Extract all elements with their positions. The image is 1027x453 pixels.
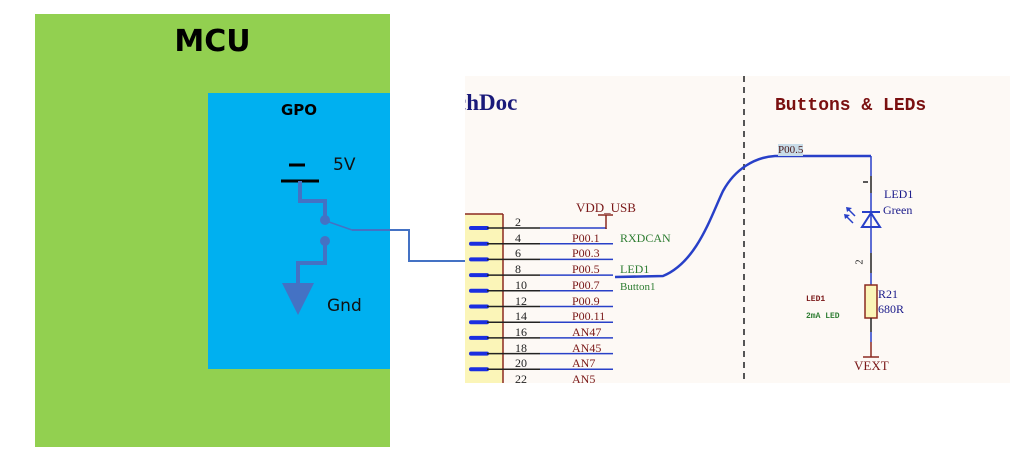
led-designator: LED1	[884, 187, 914, 201]
connector-pin-net: AN7	[572, 356, 596, 371]
connector-pin-number: 12	[515, 293, 527, 308]
schematic-pane: chDoc Buttons & LEDs VDD_USB 24	[465, 76, 1010, 383]
connector-pin-number: 6	[515, 246, 521, 261]
mcu-title: MCU	[174, 24, 251, 59]
switch-contact-top	[320, 215, 330, 225]
led-icon	[860, 211, 882, 228]
connector-pin-net: AN5	[572, 372, 596, 383]
connector-pin-net: P00.7	[572, 277, 600, 292]
connector-pin-number: 10	[515, 277, 527, 292]
resistor-icon	[864, 284, 878, 319]
switch-blade	[328, 221, 353, 231]
connector-pin-net: AN45	[572, 340, 602, 355]
connector-pin-number: 8	[515, 262, 521, 277]
note-line-1: LED1	[806, 295, 826, 304]
note-line-2: 2mA LED	[806, 312, 840, 321]
connector-pin-alias: Button1	[620, 280, 656, 293]
connector-pin-number: 4	[515, 230, 521, 245]
connector-pin-number: 22	[515, 372, 527, 383]
gpo-title: GPO	[280, 101, 318, 119]
connector-pins	[469, 226, 613, 372]
led-arrowhead-2	[844, 214, 850, 219]
connector-pin-alias: RXDCAN	[620, 230, 671, 245]
switch-contact-bottom	[320, 236, 330, 246]
resistor-designator: R21	[878, 287, 899, 301]
p00-5-net-wire	[614, 154, 871, 279]
connector-pin-net: P00.5	[572, 262, 600, 277]
ground-icon	[282, 283, 314, 315]
connector-pin-number: 20	[515, 356, 527, 371]
connector-pin-net: P00.1	[572, 230, 600, 245]
resistor-value: 680R	[878, 302, 905, 316]
led-net-label: P00.5	[778, 144, 804, 156]
gpo-signal-wire	[352, 229, 470, 262]
connector-body	[465, 214, 503, 383]
supply-wire	[298, 181, 327, 219]
connector-pin-net: P00.9	[572, 293, 600, 308]
connector-pin-net: P00.3	[572, 246, 600, 261]
ground-label: Gnd	[327, 296, 362, 316]
vext-label: VEXT	[854, 358, 889, 373]
vdd-usb-label: VDD_USB	[576, 200, 636, 215]
schematic-section-title: Buttons & LEDs	[775, 96, 927, 116]
led-arrowhead-1	[846, 207, 852, 212]
led-value: Green	[883, 203, 913, 217]
schematic-doc-title: chDoc	[465, 90, 518, 115]
connector-pin-number: 18	[515, 340, 527, 355]
connector-pin-number: 14	[515, 309, 527, 324]
schematic-drawing	[465, 76, 882, 383]
supply-label: 5V	[333, 155, 356, 175]
ground-wire	[296, 245, 327, 284]
led-pin2-label: 2	[854, 259, 866, 265]
connector-pin-alias: LED1	[620, 262, 650, 277]
connector-pin-net: AN47	[572, 324, 602, 339]
connector-pin-number: 2	[515, 215, 521, 229]
connector-pin-number: 16	[515, 324, 527, 339]
connector-pin-net: P00.11	[572, 309, 606, 324]
